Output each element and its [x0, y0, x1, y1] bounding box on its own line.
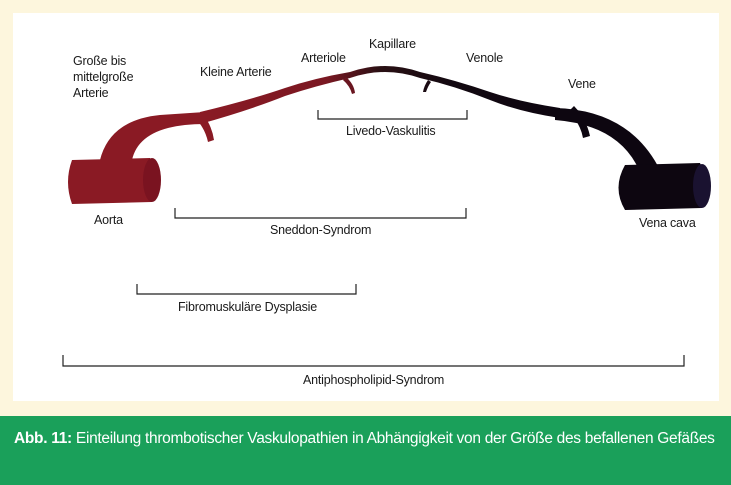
antiphospholipid-bracket	[62, 355, 685, 367]
arteriole-label: Arteriole	[301, 51, 346, 65]
vena-cava-shape	[618, 163, 711, 210]
arteriole-branch	[343, 77, 355, 94]
sneddon-bracket	[174, 208, 467, 219]
venule-label: Venole	[466, 51, 504, 65]
vessel-arc	[200, 66, 560, 124]
caption-label: Abb. 11:	[14, 430, 72, 447]
figure-caption: Abb. 11: Einteilung thrombotischer Vasku…	[0, 416, 731, 485]
small-artery-branch	[195, 114, 214, 142]
sneddon-label: Sneddon-Syndrom	[270, 223, 372, 237]
aorta-label: Aorta	[94, 213, 123, 227]
antiphospholipid-label: Antiphospholipid-Syndrom	[303, 373, 445, 387]
venule-branch	[423, 80, 431, 92]
fibromuscular-bracket	[136, 284, 357, 295]
small-artery-label: Kleine Arterie	[200, 65, 272, 79]
fibromuscular-label: Fibromuskuläre Dysplasie	[178, 300, 317, 314]
livedo-label: Livedo-Vaskulitis	[346, 124, 436, 138]
large-artery-shape	[100, 112, 205, 160]
large-artery-label: Große bis mittelgroße Arterie	[73, 54, 134, 100]
livedo-bracket	[317, 110, 468, 120]
vena-cava-label: Vena cava	[639, 216, 696, 230]
vein-label: Vene	[568, 77, 596, 91]
capillary-label: Kapillare	[369, 37, 416, 51]
aorta-shape	[68, 158, 161, 204]
vein-shape	[555, 108, 660, 172]
caption-text: Einteilung thrombotischer Vaskulopathien…	[75, 430, 715, 447]
diagram-frame	[13, 13, 719, 401]
